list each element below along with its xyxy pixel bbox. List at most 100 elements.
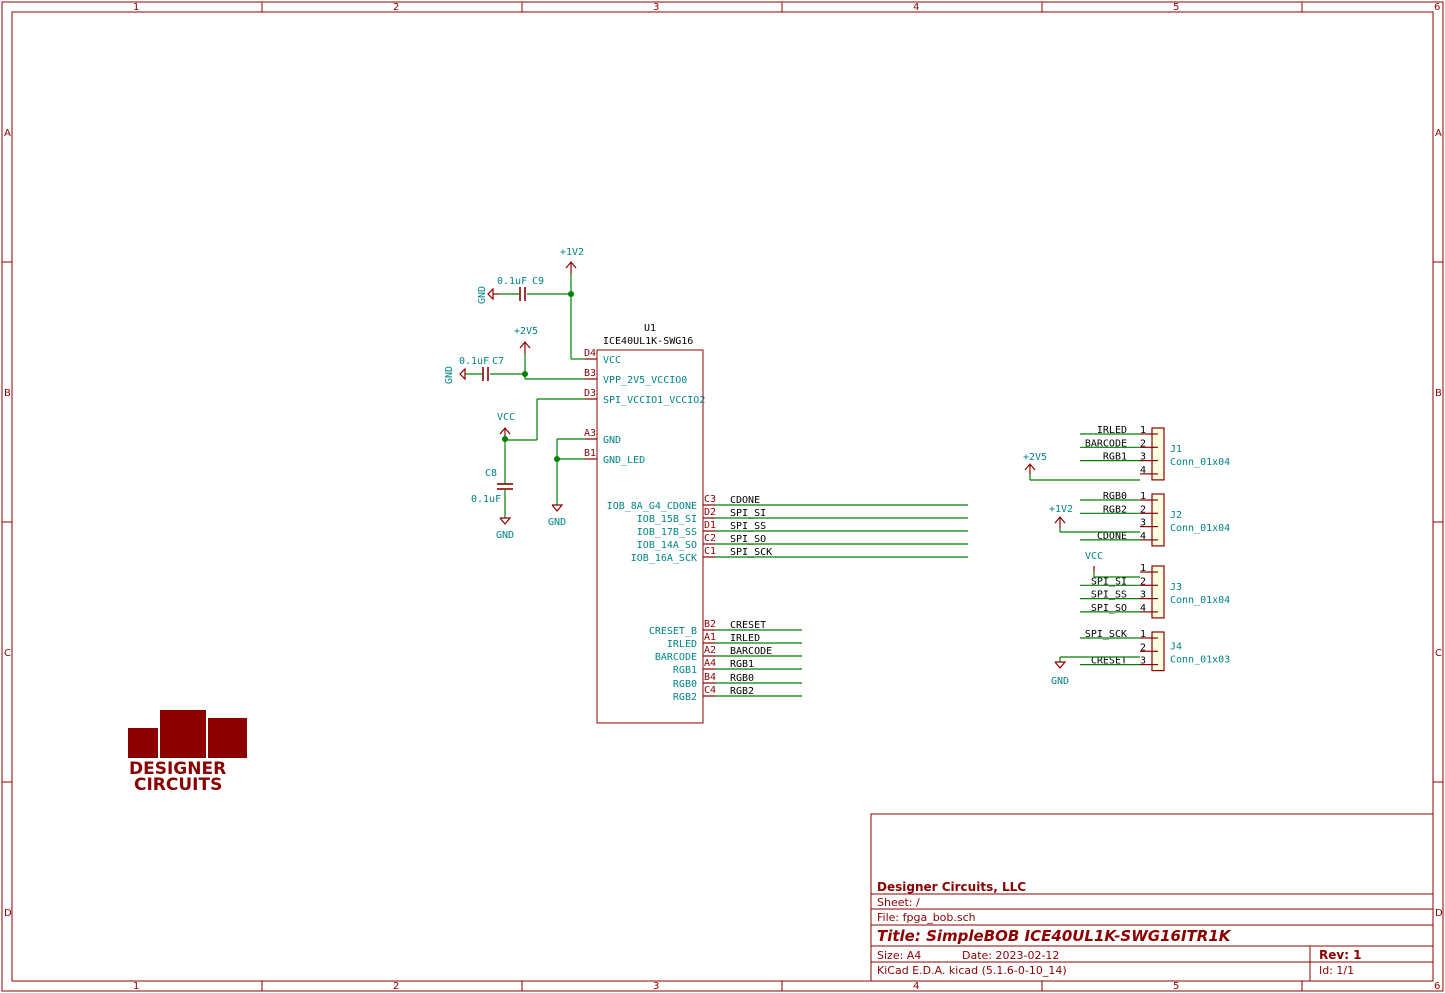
connector-body — [1151, 427, 1165, 481]
net-label: RGB1 — [730, 659, 754, 670]
pin-number: 1 — [1140, 563, 1146, 574]
pin-number: D2 — [704, 507, 716, 518]
pin-name: IOB_15B_SI — [637, 514, 697, 525]
pin-number: A3 — [584, 428, 596, 439]
pin-number: B2 — [704, 619, 716, 630]
connector-value: Conn_01x04 — [1170, 457, 1230, 468]
pin-number: 3 — [1140, 452, 1146, 463]
cap-value: 0.1uF — [459, 356, 489, 367]
net-label: BARCODE — [730, 646, 772, 657]
power-label: +2V5 — [1023, 452, 1047, 463]
power-label: +1V2 — [1049, 504, 1073, 515]
pin-number: 3 — [1140, 518, 1146, 529]
connector-value: Conn_01x04 — [1170, 595, 1230, 606]
pin-number: C4 — [704, 685, 716, 696]
sheet-title: Title: SimpleBOB ICE40UL1K-SWG16ITR1K — [877, 927, 1232, 945]
row-labels-left: A B C D — [4, 128, 12, 919]
logo-text-line2: CIRCUITS — [134, 775, 222, 795]
connector-value: Conn_01x04 — [1170, 523, 1230, 534]
net-label: SPI_SCK — [1085, 629, 1127, 640]
col-label: 4 — [913, 2, 919, 13]
pin-number: 4 — [1140, 603, 1146, 614]
connectors: 1IRLED2BARCODE3RGB14J1Conn_01x041RGB02RG… — [1080, 425, 1230, 672]
connector-body — [1151, 493, 1165, 547]
cap-value: 0.1uF — [471, 494, 501, 505]
capacitor-c9: 0.1uF C9 GND — [477, 274, 585, 360]
col-label: 5 — [1173, 981, 1179, 992]
pin-number: B1 — [584, 448, 596, 459]
col-label: 5 — [1173, 2, 1179, 13]
pin-number: 2 — [1140, 642, 1146, 653]
cap-ref: C9 — [532, 276, 544, 287]
pin-name: GND — [603, 435, 621, 446]
pin-name: RGB0 — [673, 679, 697, 690]
capacitor-c7: 0.1uF C7 GND — [444, 356, 525, 384]
row-labels-right: A B C D — [1435, 128, 1443, 919]
power-label: +1V2 — [560, 247, 584, 258]
sheet-id: Id: 1/1 — [1319, 964, 1354, 977]
pin-name: CRESET_B — [649, 626, 697, 637]
company-logo: DESIGNER CIRCUITS — [128, 710, 247, 795]
pin-number: 1 — [1140, 425, 1146, 436]
paper-size: Size: A4 — [877, 949, 921, 962]
ic-value: ICE40UL1K-SWG16 — [603, 336, 693, 347]
j4-gnd: GND — [1051, 656, 1140, 687]
net-label: BARCODE — [1085, 438, 1127, 449]
company-name: Designer Circuits, LLC — [877, 880, 1026, 894]
sheet-name: Sheet: / — [877, 896, 920, 909]
pin-number: C2 — [704, 533, 716, 544]
power-label: VCC — [1085, 551, 1103, 562]
j1-power: +2V5 — [1023, 452, 1140, 481]
pin-name: IOB_17B_SS — [637, 527, 697, 538]
tool-version: KiCad E.D.A. kicad (5.1.6-0-10_14) — [877, 964, 1067, 977]
column-labels-top: 1 2 3 4 5 6 — [133, 2, 1440, 13]
pin-name: VCC — [603, 355, 621, 366]
net-label: CRESET — [1091, 656, 1127, 667]
gnd-pins: GND — [548, 438, 585, 528]
j3-power: VCC — [1085, 551, 1140, 578]
power-symbol-vcc: VCC — [497, 398, 585, 484]
col-label: 1 — [133, 981, 139, 992]
connector-ref: J1 — [1170, 444, 1182, 455]
pin-number: 3 — [1140, 590, 1146, 601]
power-label: VCC — [497, 412, 515, 423]
col-label: 6 — [1434, 2, 1440, 13]
pin-name: RGB2 — [673, 692, 697, 703]
net-label: IRLED — [1097, 425, 1127, 436]
gnd-label: GND — [548, 517, 566, 528]
ic-body — [596, 349, 704, 724]
col-label: 2 — [393, 2, 399, 13]
pin-name: IOB_8A_G4_CDONE — [607, 501, 697, 512]
pin-number: 4 — [1140, 531, 1146, 542]
power-symbol-2v5: +2V5 — [514, 326, 585, 380]
revision: Rev: 1 — [1319, 948, 1362, 962]
cap-value: 0.1uF — [497, 276, 527, 287]
row-label: D — [1435, 908, 1443, 919]
cap-ref: C7 — [492, 356, 504, 367]
pin-number: 2 — [1140, 438, 1146, 449]
pin-name: IOB_14A_SO — [637, 540, 697, 551]
row-label: C — [1435, 648, 1442, 659]
connector-ref: J2 — [1170, 510, 1182, 521]
row-label: A — [4, 128, 11, 139]
col-label: 1 — [133, 2, 139, 13]
j2-power: +1V2 — [1049, 504, 1140, 533]
ic-u1[interactable]: U1 ICE40UL1K-SWG16 — [596, 323, 704, 724]
pin-number: 2 — [1140, 504, 1146, 515]
net-label: CDONE — [1097, 531, 1127, 542]
